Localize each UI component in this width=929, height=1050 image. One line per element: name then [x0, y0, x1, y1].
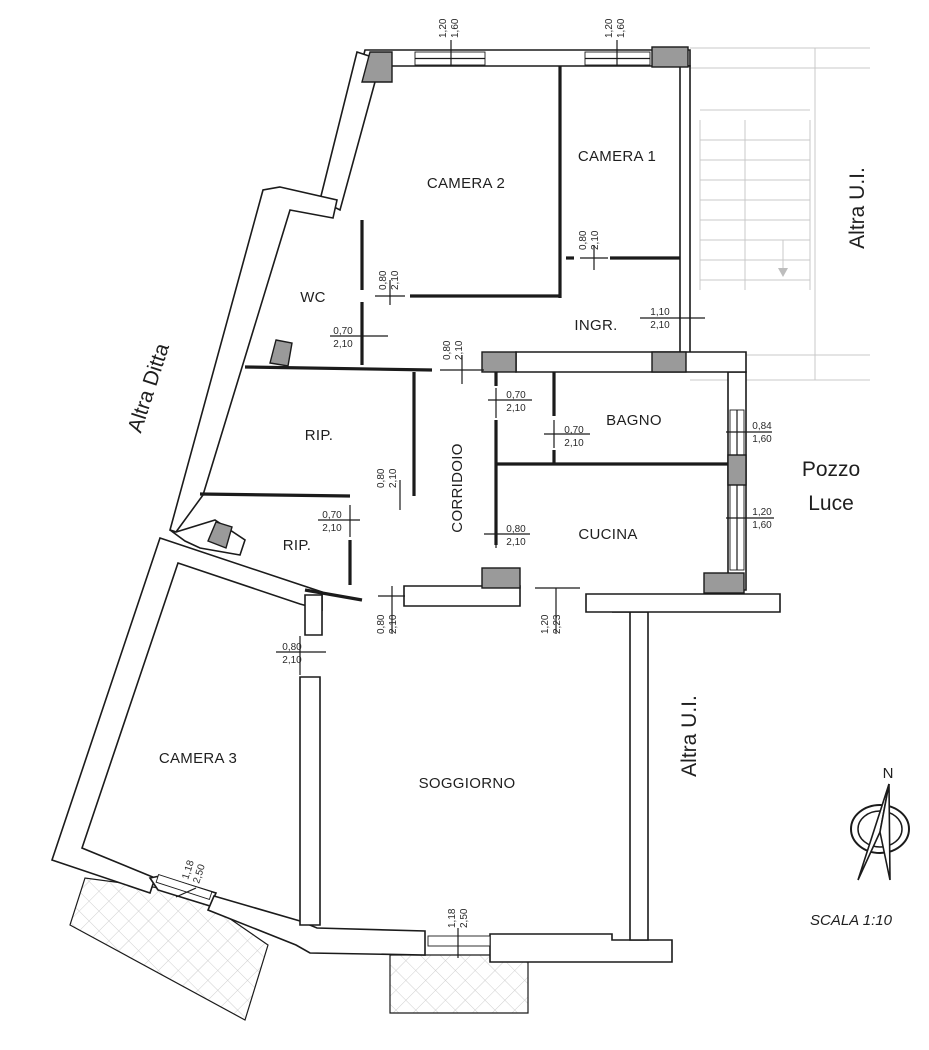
balcony-soggiorno [389, 954, 529, 1014]
dimension-labels: 1,20 1,60 1,20 1,60 0,80 2,10 0,80 2,10 … [180, 18, 772, 928]
room-label-camera-1: CAMERA 1 [578, 148, 656, 165]
dim-door-bagno-a-h: 2,10 [506, 403, 526, 414]
dim-door-ingresso-h: 2,10 [650, 320, 670, 331]
dim-door-wc-w: 0,70 [333, 326, 353, 337]
dim-door-camera2-h: 2,10 [390, 270, 401, 290]
room-label-camera-2: CAMERA 2 [427, 175, 505, 192]
dim-win-bagno-w: 0,84 [752, 421, 772, 432]
dim-door-soggiorno-a-w: 0,80 [376, 614, 387, 634]
dim-win-cucina-h: 1,60 [752, 520, 772, 531]
dim-door-soggiorno-a-h: 2,10 [388, 614, 399, 634]
dim-door-cucina-h: 2,10 [506, 537, 526, 548]
dim-door-corridoio-w: 0,80 [442, 340, 453, 360]
dim-door-bagno-a-w: 0,70 [506, 390, 526, 401]
label-altra-ditta: Altra Ditta [124, 340, 174, 435]
dim-win-camera2-h: 1,60 [450, 18, 461, 38]
compass-north-label: N [883, 765, 894, 782]
room-label-cucina: CUCINA [578, 526, 637, 543]
dim-win-bagno-h: 1,60 [752, 434, 772, 445]
dim-door-rip-bottom-h: 2,10 [322, 523, 342, 534]
scale-label: SCALA 1:10 [810, 912, 893, 929]
room-label-camera-3: CAMERA 3 [159, 750, 237, 767]
label-luce: Luce [808, 492, 854, 515]
room-label-soggiorno: SOGGIORNO [419, 775, 516, 792]
dim-door-soggiorno-b-h: 2,23 [552, 614, 563, 634]
dim-door-wc-h: 2,10 [333, 339, 353, 350]
label-altra-ui-top: Altra U.I. [846, 167, 869, 249]
dim-door-camera3-h: 2,10 [282, 655, 302, 666]
balcony-camera-3 [69, 877, 269, 1021]
dim-win-soggiorno-w: 1,18 [447, 908, 458, 928]
dim-door-camera2-w: 0,80 [378, 270, 389, 290]
exterior-walls [50, 49, 781, 963]
compass-icon: N [850, 765, 910, 881]
dim-door-corridoio-h: 2,10 [454, 340, 465, 360]
dim-door-rip-top-w: 0,80 [376, 468, 387, 488]
dim-win-soggiorno-h: 2,50 [459, 908, 470, 928]
windows [155, 51, 745, 947]
dimension-ticks [175, 40, 774, 958]
room-label-ripostiglio-top: RIP. [305, 427, 333, 444]
dim-win-camera1-w: 1,20 [604, 18, 615, 38]
room-label-ingresso: INGR. [574, 317, 617, 334]
dim-door-bagno-b-w: 0,70 [564, 425, 584, 436]
interior-walls [199, 66, 728, 926]
dim-door-rip-bottom-w: 0,70 [322, 510, 342, 521]
dim-win-camera1-h: 1,60 [616, 18, 627, 38]
dim-door-ingresso-w: 1,10 [650, 307, 670, 318]
dim-win-camera2-w: 1,20 [438, 18, 449, 38]
dim-door-camera1-h: 2,10 [590, 230, 601, 250]
label-pozzo: Pozzo [802, 458, 860, 481]
dim-door-camera1-w: 0,80 [578, 230, 589, 250]
pillars [207, 46, 747, 594]
dim-door-cucina-w: 0,80 [506, 524, 526, 535]
room-label-ripostiglio-bottom: RIP. [283, 537, 311, 554]
room-label-bagno: BAGNO [606, 412, 662, 429]
label-altra-ui-bottom: Altra U.I. [678, 695, 701, 777]
dim-door-rip-top-h: 2,10 [388, 468, 399, 488]
room-labels: CAMERA 2 CAMERA 1 WC INGR. RIP. BAGNO CO… [159, 148, 662, 792]
dim-door-soggiorno-b-w: 1,20 [540, 614, 551, 634]
room-label-corridoio: CORRIDOIO [449, 443, 466, 532]
dim-door-bagno-b-h: 2,10 [564, 438, 584, 449]
dim-door-camera3-w: 0,80 [282, 642, 302, 653]
dim-win-cucina-w: 1,20 [752, 507, 772, 518]
room-label-wc: WC [300, 289, 326, 306]
staircase [690, 47, 870, 381]
